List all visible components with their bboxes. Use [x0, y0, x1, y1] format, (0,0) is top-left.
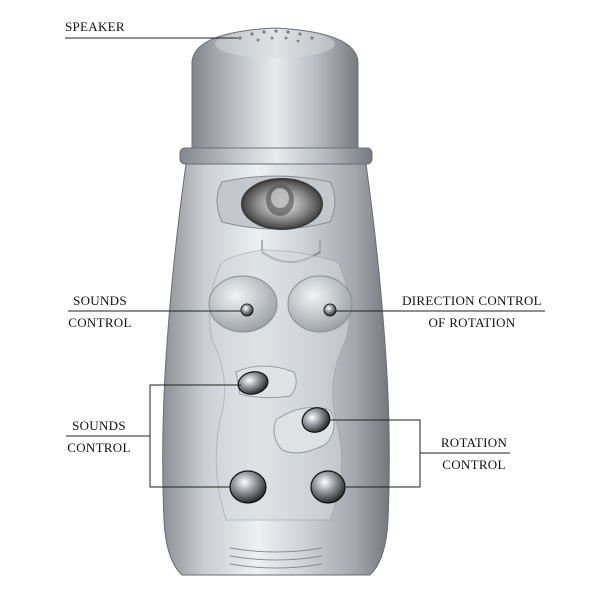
label-direction-control-line1: DIRECTION CONTROL	[402, 293, 542, 308]
label-sounds-control-top: SOUNDS CONTROL	[68, 293, 132, 331]
label-sounds-control-bottom: SOUNDS CONTROL	[66, 418, 132, 456]
label-direction-control-line2: OF ROTATION	[428, 315, 516, 330]
direction-control-button[interactable]	[323, 303, 337, 317]
base-ribs	[229, 547, 323, 569]
rotation-control-button-lower[interactable]	[310, 470, 346, 504]
collar-ring	[179, 147, 373, 165]
leader-lines	[65, 37, 545, 488]
bust-right	[287, 275, 353, 333]
rotation-control-button-upper[interactable]	[299, 404, 334, 436]
label-sounds-control-top-line1: SOUNDS	[73, 293, 127, 308]
sounds-control-button-lower[interactable]	[229, 470, 267, 504]
label-rotation-control-line2: CONTROL	[442, 457, 506, 472]
sounds-control-button-upper[interactable]	[236, 369, 270, 397]
label-sounds-control-bottom-line1: SOUNDS	[72, 418, 126, 433]
label-rotation-control: ROTATION CONTROL	[436, 435, 512, 473]
label-sounds-control-top-line2: CONTROL	[68, 315, 132, 330]
label-speaker: SPEAKER	[65, 19, 125, 34]
speaker-cap	[191, 27, 359, 151]
sounds-control-button-top[interactable]	[240, 303, 254, 317]
label-rotation-control-line1: ROTATION	[440, 435, 508, 450]
label-sounds-control-bottom-line2: CONTROL	[67, 440, 131, 455]
bust-left	[208, 275, 278, 333]
label-direction-control: DIRECTION CONTROL OF ROTATION	[398, 293, 546, 331]
speaker-holes	[238, 29, 314, 43]
